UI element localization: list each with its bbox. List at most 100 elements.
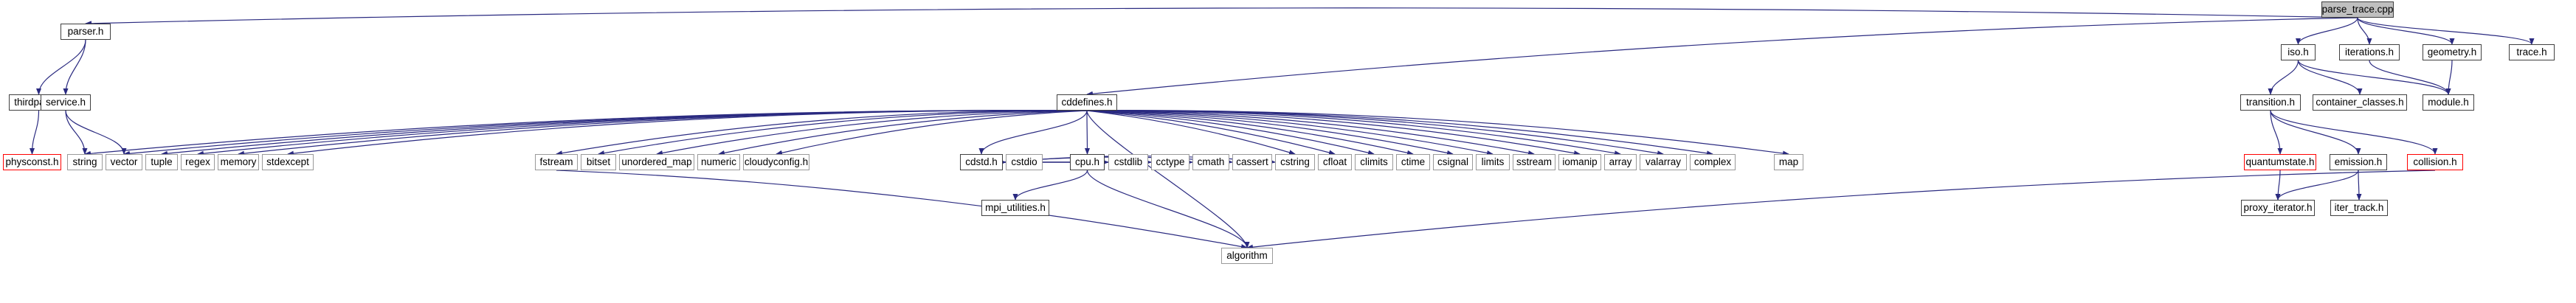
node-label: bitset — [586, 156, 611, 168]
node-label: iter_track.h — [2334, 202, 2384, 214]
edge-cpu-to-algorithm — [1086, 170, 1250, 248]
node-container_classes[interactable]: container_classes.h — [2313, 94, 2407, 111]
node-iomanip[interactable]: iomanip — [1558, 154, 1601, 170]
node-transition[interactable]: transition.h — [2240, 94, 2301, 111]
edge-parse_trace-to-iterations — [2357, 17, 2372, 45]
node-label: cstdlib — [1113, 156, 1143, 168]
node-valarray[interactable]: valarray — [1640, 154, 1687, 170]
node-label: cmath — [1197, 156, 1225, 168]
node-csignal[interactable]: csignal — [1433, 154, 1473, 170]
node-cddefines[interactable]: cddefines.h — [1057, 94, 1117, 111]
edge-cddefines-to-algorithm — [1086, 110, 1250, 248]
node-label: container_classes.h — [2316, 97, 2404, 108]
node-quantumstate[interactable]: quantumstate.h — [2244, 154, 2316, 170]
node-label: algorithm — [1226, 250, 1268, 262]
node-memory[interactable]: memory — [218, 154, 259, 170]
edge-cddefines-to-array — [1086, 110, 1621, 156]
edge-cddefines-to-cstring — [1086, 110, 1296, 156]
edge-cddefines-to-stdexcept — [287, 110, 1088, 156]
edge-parse_trace-to-geometry — [2357, 17, 2455, 45]
node-cctype[interactable]: cctype — [1151, 154, 1189, 170]
edge-cddefines-to-tuple — [161, 110, 1088, 156]
node-numeric[interactable]: numeric — [697, 154, 740, 170]
edge-parser-to-service — [63, 39, 86, 95]
node-label: csignal — [1437, 156, 1469, 168]
node-ctime[interactable]: ctime — [1396, 154, 1430, 170]
node-label: module.h — [2428, 97, 2469, 108]
node-proxy_iterator[interactable]: proxy_iterator.h — [2241, 200, 2315, 216]
node-cfloat[interactable]: cfloat — [1318, 154, 1352, 170]
edge-cddefines-to-map — [1086, 110, 1789, 156]
node-map[interactable]: map — [1774, 154, 1803, 170]
node-limits[interactable]: limits — [1476, 154, 1510, 170]
node-sstream[interactable]: sstream — [1513, 154, 1555, 170]
edge-emission-to-proxy_iterator — [2275, 170, 2359, 201]
node-module[interactable]: module.h — [2423, 94, 2474, 111]
edge-iterations-to-module — [2369, 60, 2451, 95]
edge-emission-to-iter_track — [2356, 170, 2362, 201]
node-cdstd[interactable]: cdstd.h — [960, 154, 1003, 170]
node-label: ctime — [1401, 156, 1426, 168]
node-label: mpi_utilities.h — [985, 202, 1046, 214]
edge-cddefines-to-unordered_map — [656, 110, 1088, 156]
node-label: stdexcept — [266, 156, 309, 168]
node-bitset[interactable]: bitset — [581, 154, 616, 170]
node-label: fstream — [539, 156, 573, 168]
node-geometry[interactable]: geometry.h — [2423, 44, 2482, 60]
edge-cddefines-to-string — [84, 110, 1088, 156]
edge-cddefines-to-cloudyconfig — [776, 110, 1088, 156]
edge-cddefines-to-vector — [123, 110, 1088, 156]
node-climits[interactable]: climits — [1355, 154, 1393, 170]
edge-transition-to-quantumstate — [2270, 110, 2283, 155]
node-label: transition.h — [2245, 97, 2296, 108]
node-label: unordered_map — [621, 156, 692, 168]
node-unordered_map[interactable]: unordered_map — [619, 154, 694, 170]
node-service[interactable]: service.h — [41, 94, 91, 111]
node-regex[interactable]: regex — [181, 154, 215, 170]
node-iterations[interactable]: iterations.h — [2339, 44, 2400, 60]
node-trace[interactable]: trace.h — [2509, 44, 2555, 60]
node-physconst[interactable]: physconst.h — [3, 154, 61, 170]
node-tuple[interactable]: tuple — [145, 154, 178, 170]
node-array[interactable]: array — [1604, 154, 1637, 170]
node-mpi_utilities[interactable]: mpi_utilities.h — [981, 200, 1049, 216]
node-label: trace.h — [2516, 46, 2547, 58]
node-label: physconst.h — [5, 156, 59, 168]
node-cstring[interactable]: cstring — [1275, 154, 1315, 170]
node-label: cddefines.h — [1061, 97, 1113, 108]
node-label: sstream — [1516, 156, 1552, 168]
node-cmath[interactable]: cmath — [1192, 154, 1229, 170]
node-fstream[interactable]: fstream — [535, 154, 578, 170]
edge-cddefines-to-csignal — [1086, 110, 1454, 156]
node-iter_track[interactable]: iter_track.h — [2330, 200, 2388, 216]
node-parse_trace[interactable]: parse_trace.cpp — [2321, 1, 2394, 18]
edge-parser-to-thirdparty — [36, 39, 86, 95]
node-parser[interactable]: parser.h — [61, 24, 111, 40]
node-cpu[interactable]: cpu.h — [1070, 154, 1105, 170]
edge-cddefines-to-limits — [1086, 110, 1494, 156]
node-label: iso.h — [2287, 46, 2309, 58]
node-algorithm[interactable]: algorithm — [1221, 248, 1273, 264]
node-cstdio[interactable]: cstdio — [1006, 154, 1043, 170]
node-iso[interactable]: iso.h — [2281, 44, 2316, 60]
node-label: iomanip — [1562, 156, 1598, 168]
node-cstdlib[interactable]: cstdlib — [1108, 154, 1148, 170]
edge-parse_trace-to-cddefines — [1086, 17, 2358, 97]
node-label: cstring — [1280, 156, 1310, 168]
edge-cddefines-to-fstream — [556, 110, 1088, 156]
edge-cddefines-to-iomanip — [1086, 110, 1581, 156]
edge-parse_trace-to-parser — [85, 7, 2358, 27]
node-label: emission.h — [2334, 156, 2383, 168]
node-string[interactable]: string — [67, 154, 103, 170]
node-cassert[interactable]: cassert — [1232, 154, 1272, 170]
node-stdexcept[interactable]: stdexcept — [262, 154, 314, 170]
node-cloudyconfig[interactable]: cloudyconfig.h — [743, 154, 809, 170]
node-emission[interactable]: emission.h — [2330, 154, 2387, 170]
edge-transition-to-emission — [2270, 110, 2361, 155]
edge-parse_trace-to-trace — [2357, 17, 2535, 45]
node-label: limits — [1481, 156, 1505, 168]
node-vector[interactable]: vector — [106, 154, 142, 170]
edge-cpu-to-mpi_utilities — [1012, 170, 1088, 201]
node-collision[interactable]: collision.h — [2407, 154, 2463, 170]
node-complex[interactable]: complex — [1690, 154, 1736, 170]
